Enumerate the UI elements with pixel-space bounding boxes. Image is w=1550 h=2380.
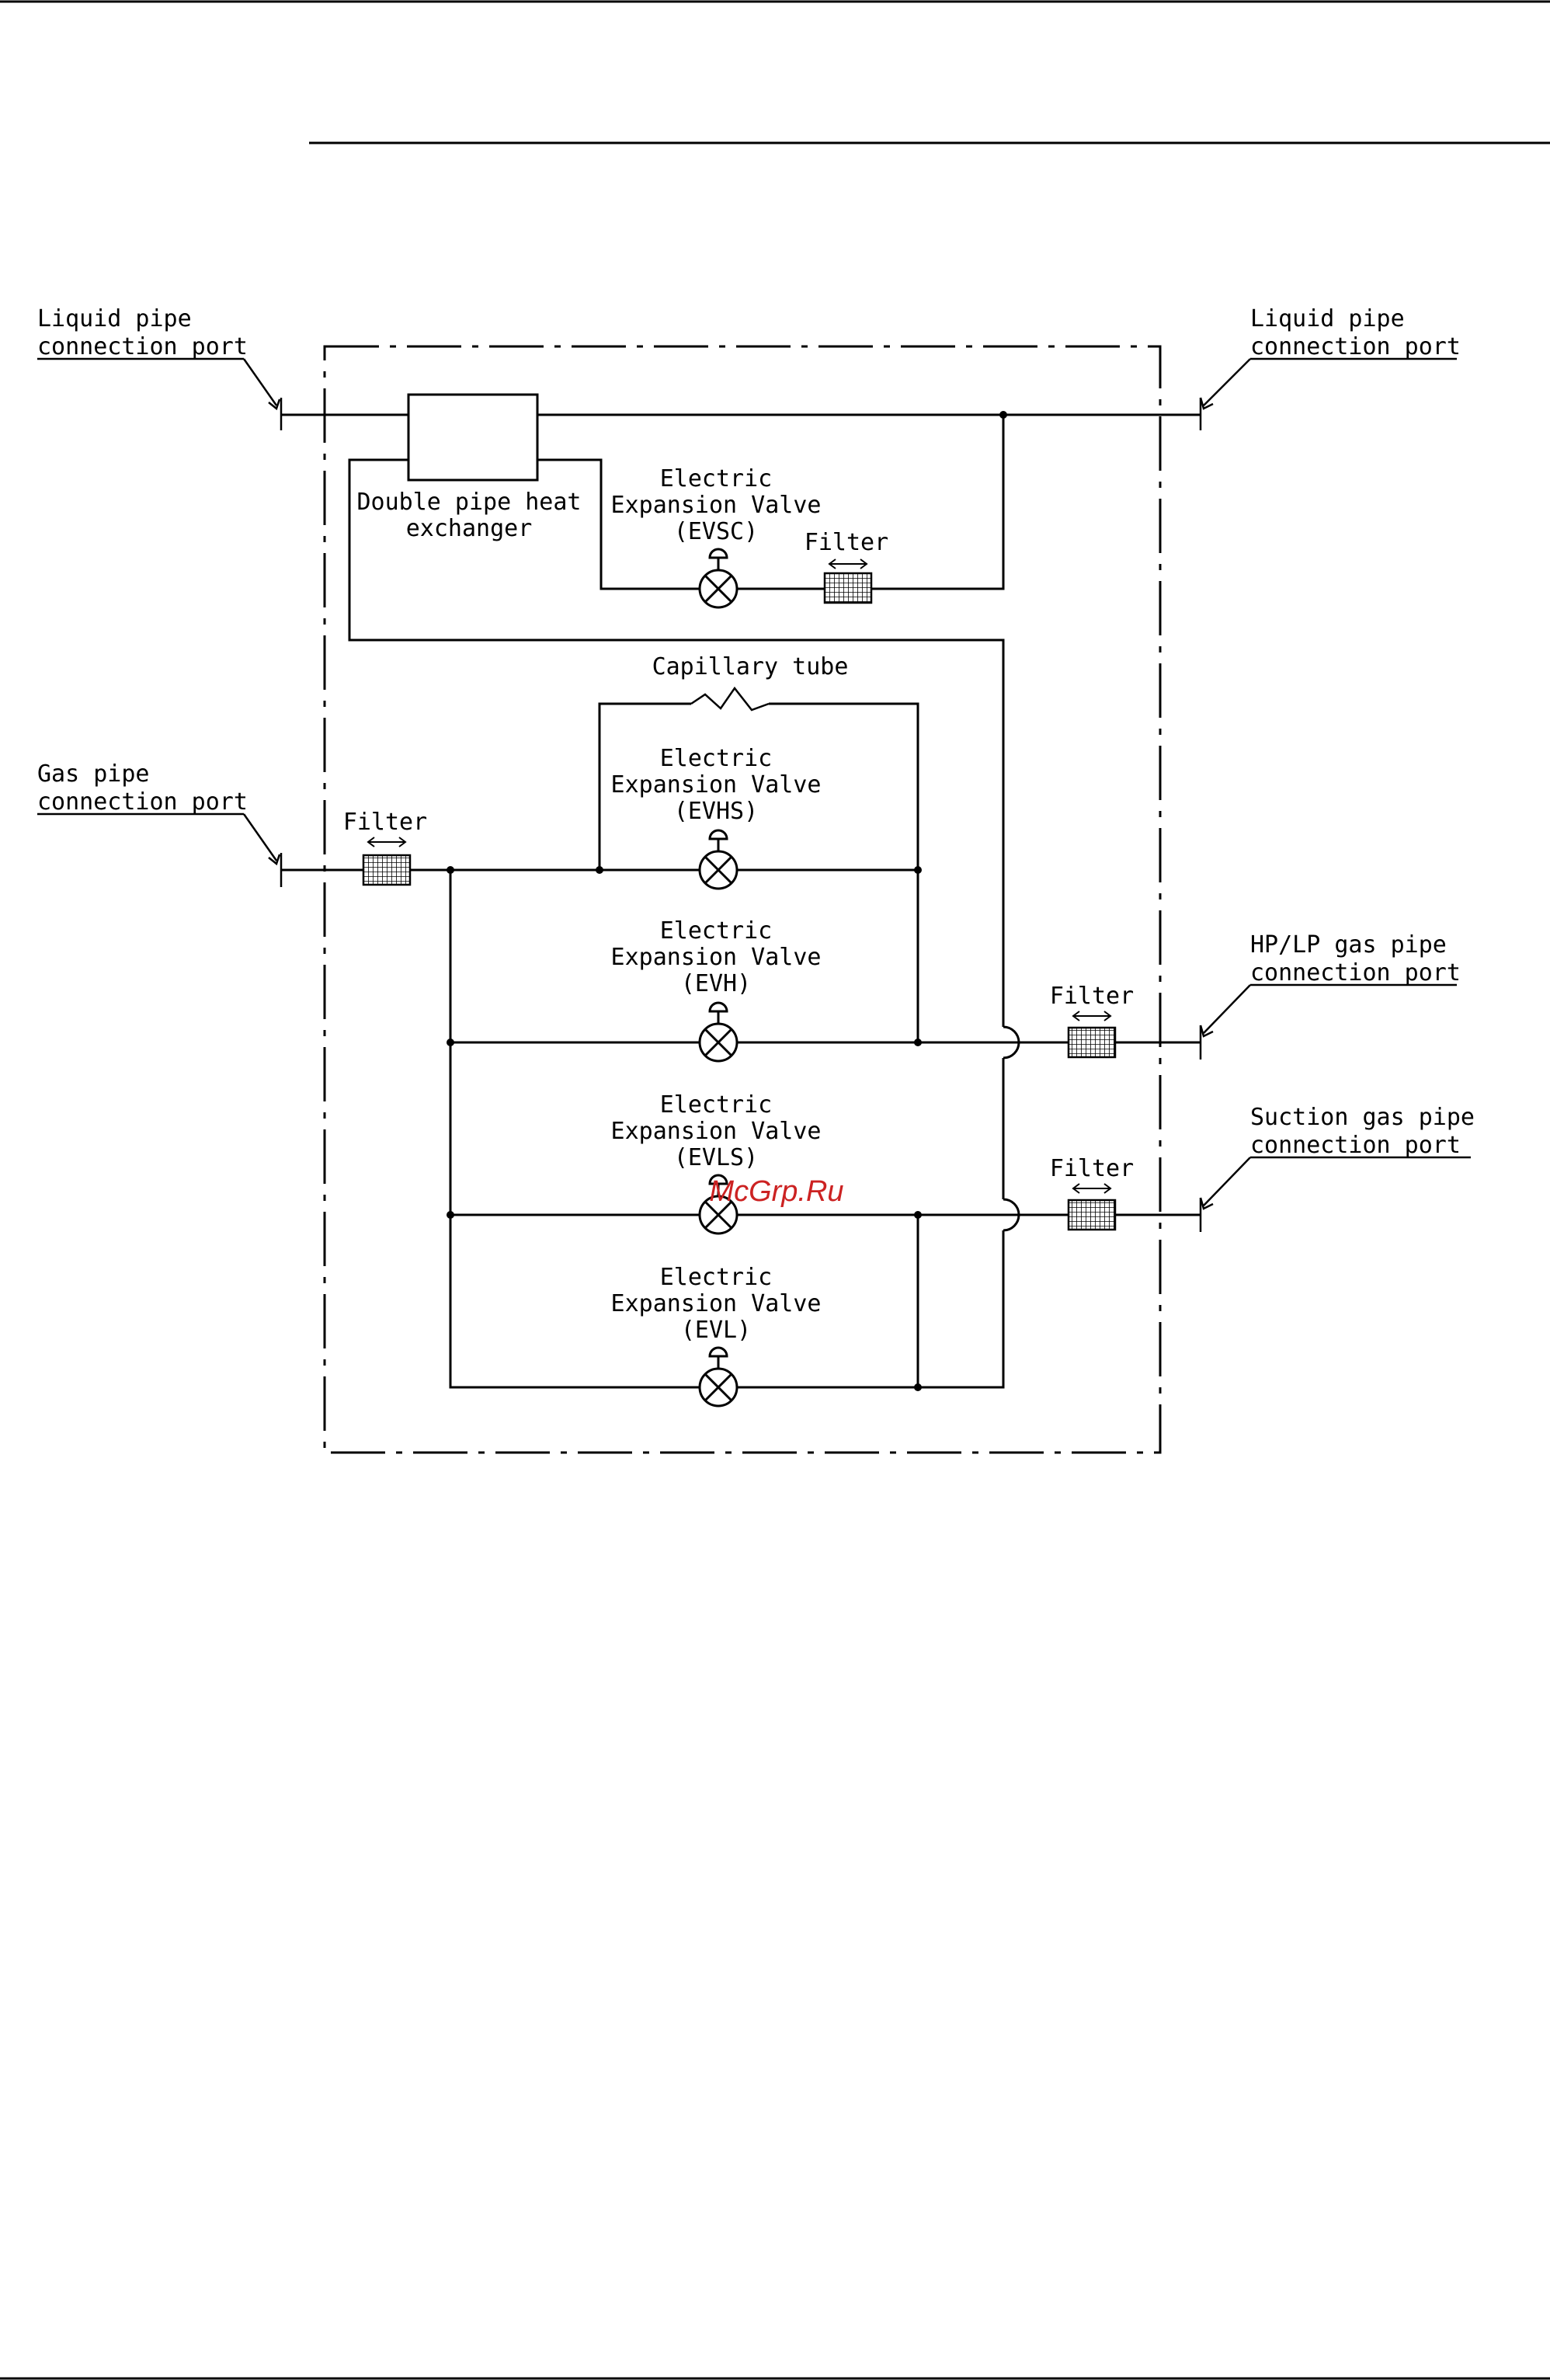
watermark-text: McGrp.Ru: [709, 1175, 843, 1208]
heat-exchanger-label-1: Double pipe heat: [357, 489, 582, 516]
evh-label-2: Expansion Valve: [611, 944, 822, 971]
evl-label-2: Expansion Valve: [611, 1290, 822, 1317]
liquid-port-right-label-2: connection port: [1250, 333, 1461, 360]
gas-port-left-label-1: Gas pipe: [37, 760, 150, 788]
valve-evhs-icon: [698, 829, 739, 890]
filter-suction-label: Filter: [1050, 1155, 1134, 1182]
liquid-port-left-label-1: Liquid pipe: [37, 305, 192, 332]
suction-port-right-label-2: connection port: [1250, 1132, 1461, 1159]
evl-label-1: Electric: [660, 1264, 773, 1291]
heat-exchanger-box: [407, 393, 539, 482]
evhs-label-3: (EVHS): [674, 798, 758, 825]
port-leaders: [37, 357, 1471, 1232]
evhs-label-2: Expansion Valve: [611, 771, 822, 799]
gas-port-left-label-2: connection port: [37, 788, 248, 816]
liquid-port-right-label-1: Liquid pipe: [1250, 305, 1405, 332]
unit-boundary: [323, 345, 1162, 1454]
valve-evls-icon: [698, 1174, 739, 1235]
valve-evl-icon: [698, 1346, 739, 1407]
evsc-label-1: Electric: [660, 465, 773, 492]
valve-evh-icon: [698, 1001, 739, 1063]
filter-hplp-label: Filter: [1050, 983, 1134, 1010]
filter-gas-icon: [362, 837, 412, 886]
evh-label-3: (EVH): [681, 970, 751, 997]
evhs-label-1: Electric: [660, 745, 773, 772]
filter-evsc-icon: [823, 558, 873, 604]
filter-gas-label: Filter: [343, 809, 427, 836]
evls-label-3: (EVLS): [674, 1144, 758, 1171]
evl-label-3: (EVL): [681, 1317, 751, 1344]
filter-evsc-label: Filter: [805, 529, 888, 556]
evls-label-2: Expansion Valve: [611, 1118, 822, 1145]
junction-dots: [447, 411, 1007, 1391]
piping: [281, 413, 1201, 1389]
hplp-port-right-label-2: connection port: [1250, 959, 1461, 986]
suction-port-right-label-1: Suction gas pipe: [1250, 1104, 1475, 1131]
evsc-label-2: Expansion Valve: [611, 492, 822, 519]
filter-suction-icon: [1067, 1183, 1117, 1231]
evh-label-1: Electric: [660, 917, 773, 945]
filter-hplp-icon: [1067, 1011, 1117, 1059]
heat-exchanger-label-2: exchanger: [406, 515, 533, 542]
capillary-tube-label: Capillary tube: [652, 653, 849, 680]
liquid-port-left-label-2: connection port: [37, 333, 248, 360]
evls-label-1: Electric: [660, 1091, 773, 1119]
valve-evsc-icon: [698, 548, 739, 609]
hplp-port-right-label-1: HP/LP gas pipe: [1250, 931, 1447, 959]
evsc-label-3: (EVSC): [674, 518, 758, 545]
